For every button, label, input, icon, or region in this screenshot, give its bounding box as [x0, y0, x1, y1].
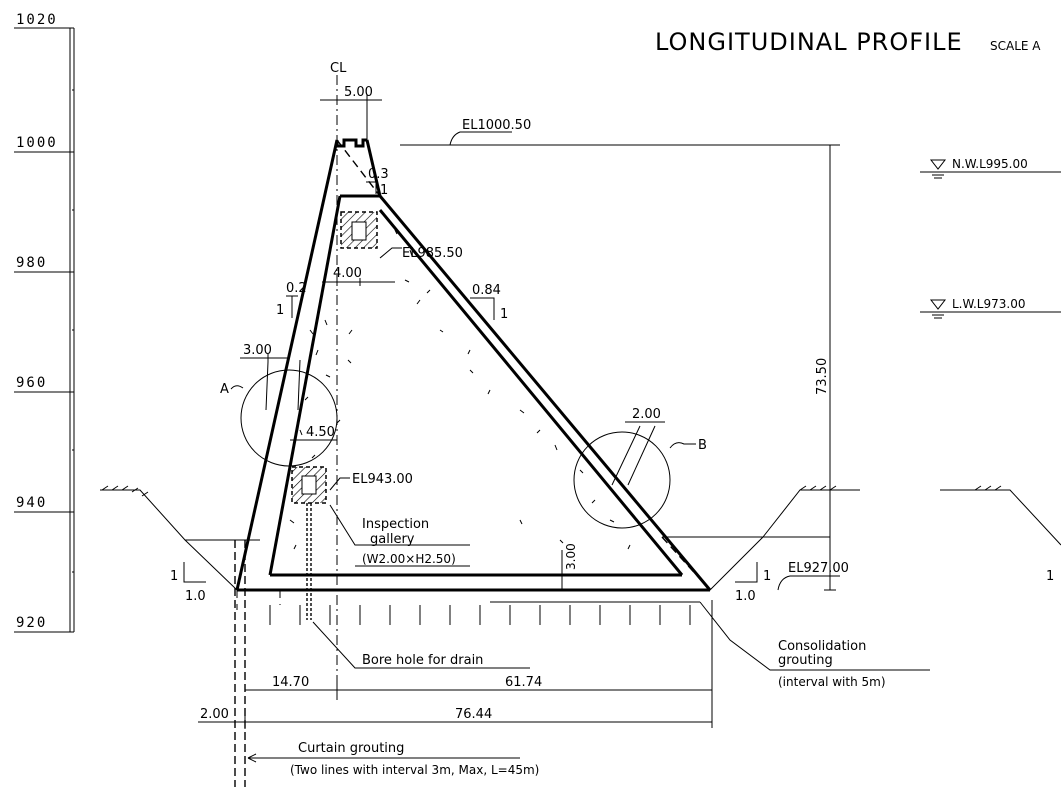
gallery-label-line2: gallery [370, 532, 415, 547]
detail-b-dimension: 2.00 [632, 407, 661, 422]
elevation-label-940: 940 [16, 495, 47, 511]
consolidation-label-line1: Consolidation [778, 639, 866, 654]
lwl-label: L.W.L973.00 [952, 297, 1025, 311]
curtain-label-line2: (Two lines with interval 3m, Max, L=45m) [290, 763, 539, 777]
downstream-slope-value: 0.84 [472, 283, 501, 298]
water-level-nwl: N.W.L995.00 [920, 157, 1061, 179]
water-level-lwl: L.W.L973.00 [920, 297, 1061, 319]
crest-slope-marker: 0.3 1 [366, 167, 389, 198]
detail-a: 3.00 A [220, 343, 338, 467]
total-base-label: 76.44 [455, 707, 492, 722]
crest-width-dimension: 5.00 [320, 85, 382, 140]
nwl-label: N.W.L995.00 [952, 157, 1028, 171]
elevation-label-1000: 1000 [16, 135, 58, 151]
bore-hole-drain: Bore hole for drain [306, 503, 530, 669]
detail-b-label: B [698, 438, 707, 453]
centerline-label: CL [330, 61, 347, 76]
excavation-slope-markers: 1 1.0 1 1.0 1 [170, 562, 1054, 604]
gallery-label-line1: Inspection [362, 517, 429, 532]
title-block: LONGITUDINAL PROFILE SCALE A [655, 28, 1041, 56]
detail-a-label: A [220, 382, 229, 397]
lower-gallery-offset-label: 4.50 [306, 425, 335, 440]
height-label: 73.50 [815, 358, 830, 395]
slope-left-horizontal: 1.0 [185, 589, 206, 604]
dam-body [235, 138, 712, 592]
crest-slope-value: 0.3 [368, 167, 389, 182]
centerline: CL [330, 61, 347, 700]
elevation-label-960: 960 [16, 375, 47, 391]
consolidation-label-line3: (interval with 5m) [778, 675, 886, 689]
foundation-elevation: EL927.00 [777, 561, 849, 591]
height-dimension: 73.50 [815, 144, 836, 591]
upstream-base-label: 14.70 [272, 675, 309, 690]
crest-width-label: 5.00 [344, 85, 373, 100]
lower-gallery-offset-dimension: 4.50 [290, 425, 337, 441]
base-thickness-dimension: 3.00 [556, 543, 578, 591]
consolidation-grouting: Consolidation grouting (interval with 5m… [236, 590, 930, 689]
detail-b: 2.00 B [573, 407, 707, 529]
upper-gallery-offset-dimension: 4.00 [322, 266, 395, 286]
downstream-base-label: 61.74 [505, 675, 542, 690]
curtain-offset-label: 2.00 [200, 707, 229, 722]
drawing-title: LONGITUDINAL PROFILE [655, 28, 963, 56]
consolidation-label-line2: grouting [778, 653, 833, 668]
slope-far-horizontal: 1 [1046, 569, 1054, 584]
concrete-texture [289, 229, 631, 550]
foundation-elevation-label: EL927.00 [788, 561, 849, 576]
downstream-slope-unit: 1 [500, 307, 508, 322]
upper-gallery-offset-label: 4.00 [333, 266, 362, 281]
gallery-label-line3: (W2.00×H2.50) [362, 552, 456, 566]
upstream-slope-value: 0.2 [286, 281, 307, 296]
drawing-scale: SCALE A [990, 39, 1041, 53]
upstream-slope-marker: 0.2 1 [276, 281, 307, 318]
upper-gallery-elevation: EL985.50 [402, 246, 463, 261]
crest-slope-unit: 1 [380, 183, 388, 198]
inspection-gallery-callout: Inspection gallery (W2.00×H2.50) [329, 504, 470, 567]
curtain-grouting: Curtain grouting (Two lines with interva… [234, 540, 539, 787]
lower-gallery-elevation: EL943.00 [352, 472, 413, 487]
elevation-label-980: 980 [16, 255, 47, 271]
upstream-slope-unit: 1 [276, 303, 284, 318]
slope-left-vertical: 1 [170, 569, 178, 584]
curtain-label-line1: Curtain grouting [298, 741, 404, 756]
base-thickness-label: 3.00 [564, 543, 578, 570]
upper-gallery: EL985.50 [340, 211, 463, 261]
slope-right-horizontal: 1.0 [735, 589, 756, 604]
elevation-scale: 1020 1000 980 960 940 920 [14, 12, 75, 633]
base-dimensions: 14.70 61.74 2.00 76.44 [198, 600, 713, 729]
elevation-label-1020: 1020 [16, 12, 58, 28]
slope-right-vertical: 1 [763, 569, 771, 584]
crest-elevation-label: EL1000.50 [462, 118, 531, 133]
detail-a-dimension: 3.00 [243, 343, 272, 358]
crest-elevation: EL1000.50 [400, 118, 840, 146]
lower-gallery: EL943.00 [291, 466, 413, 504]
elevation-label-920: 920 [16, 615, 47, 631]
downstream-slope-marker: 0.84 1 [470, 283, 508, 322]
bore-hole-label: Bore hole for drain [362, 653, 483, 668]
